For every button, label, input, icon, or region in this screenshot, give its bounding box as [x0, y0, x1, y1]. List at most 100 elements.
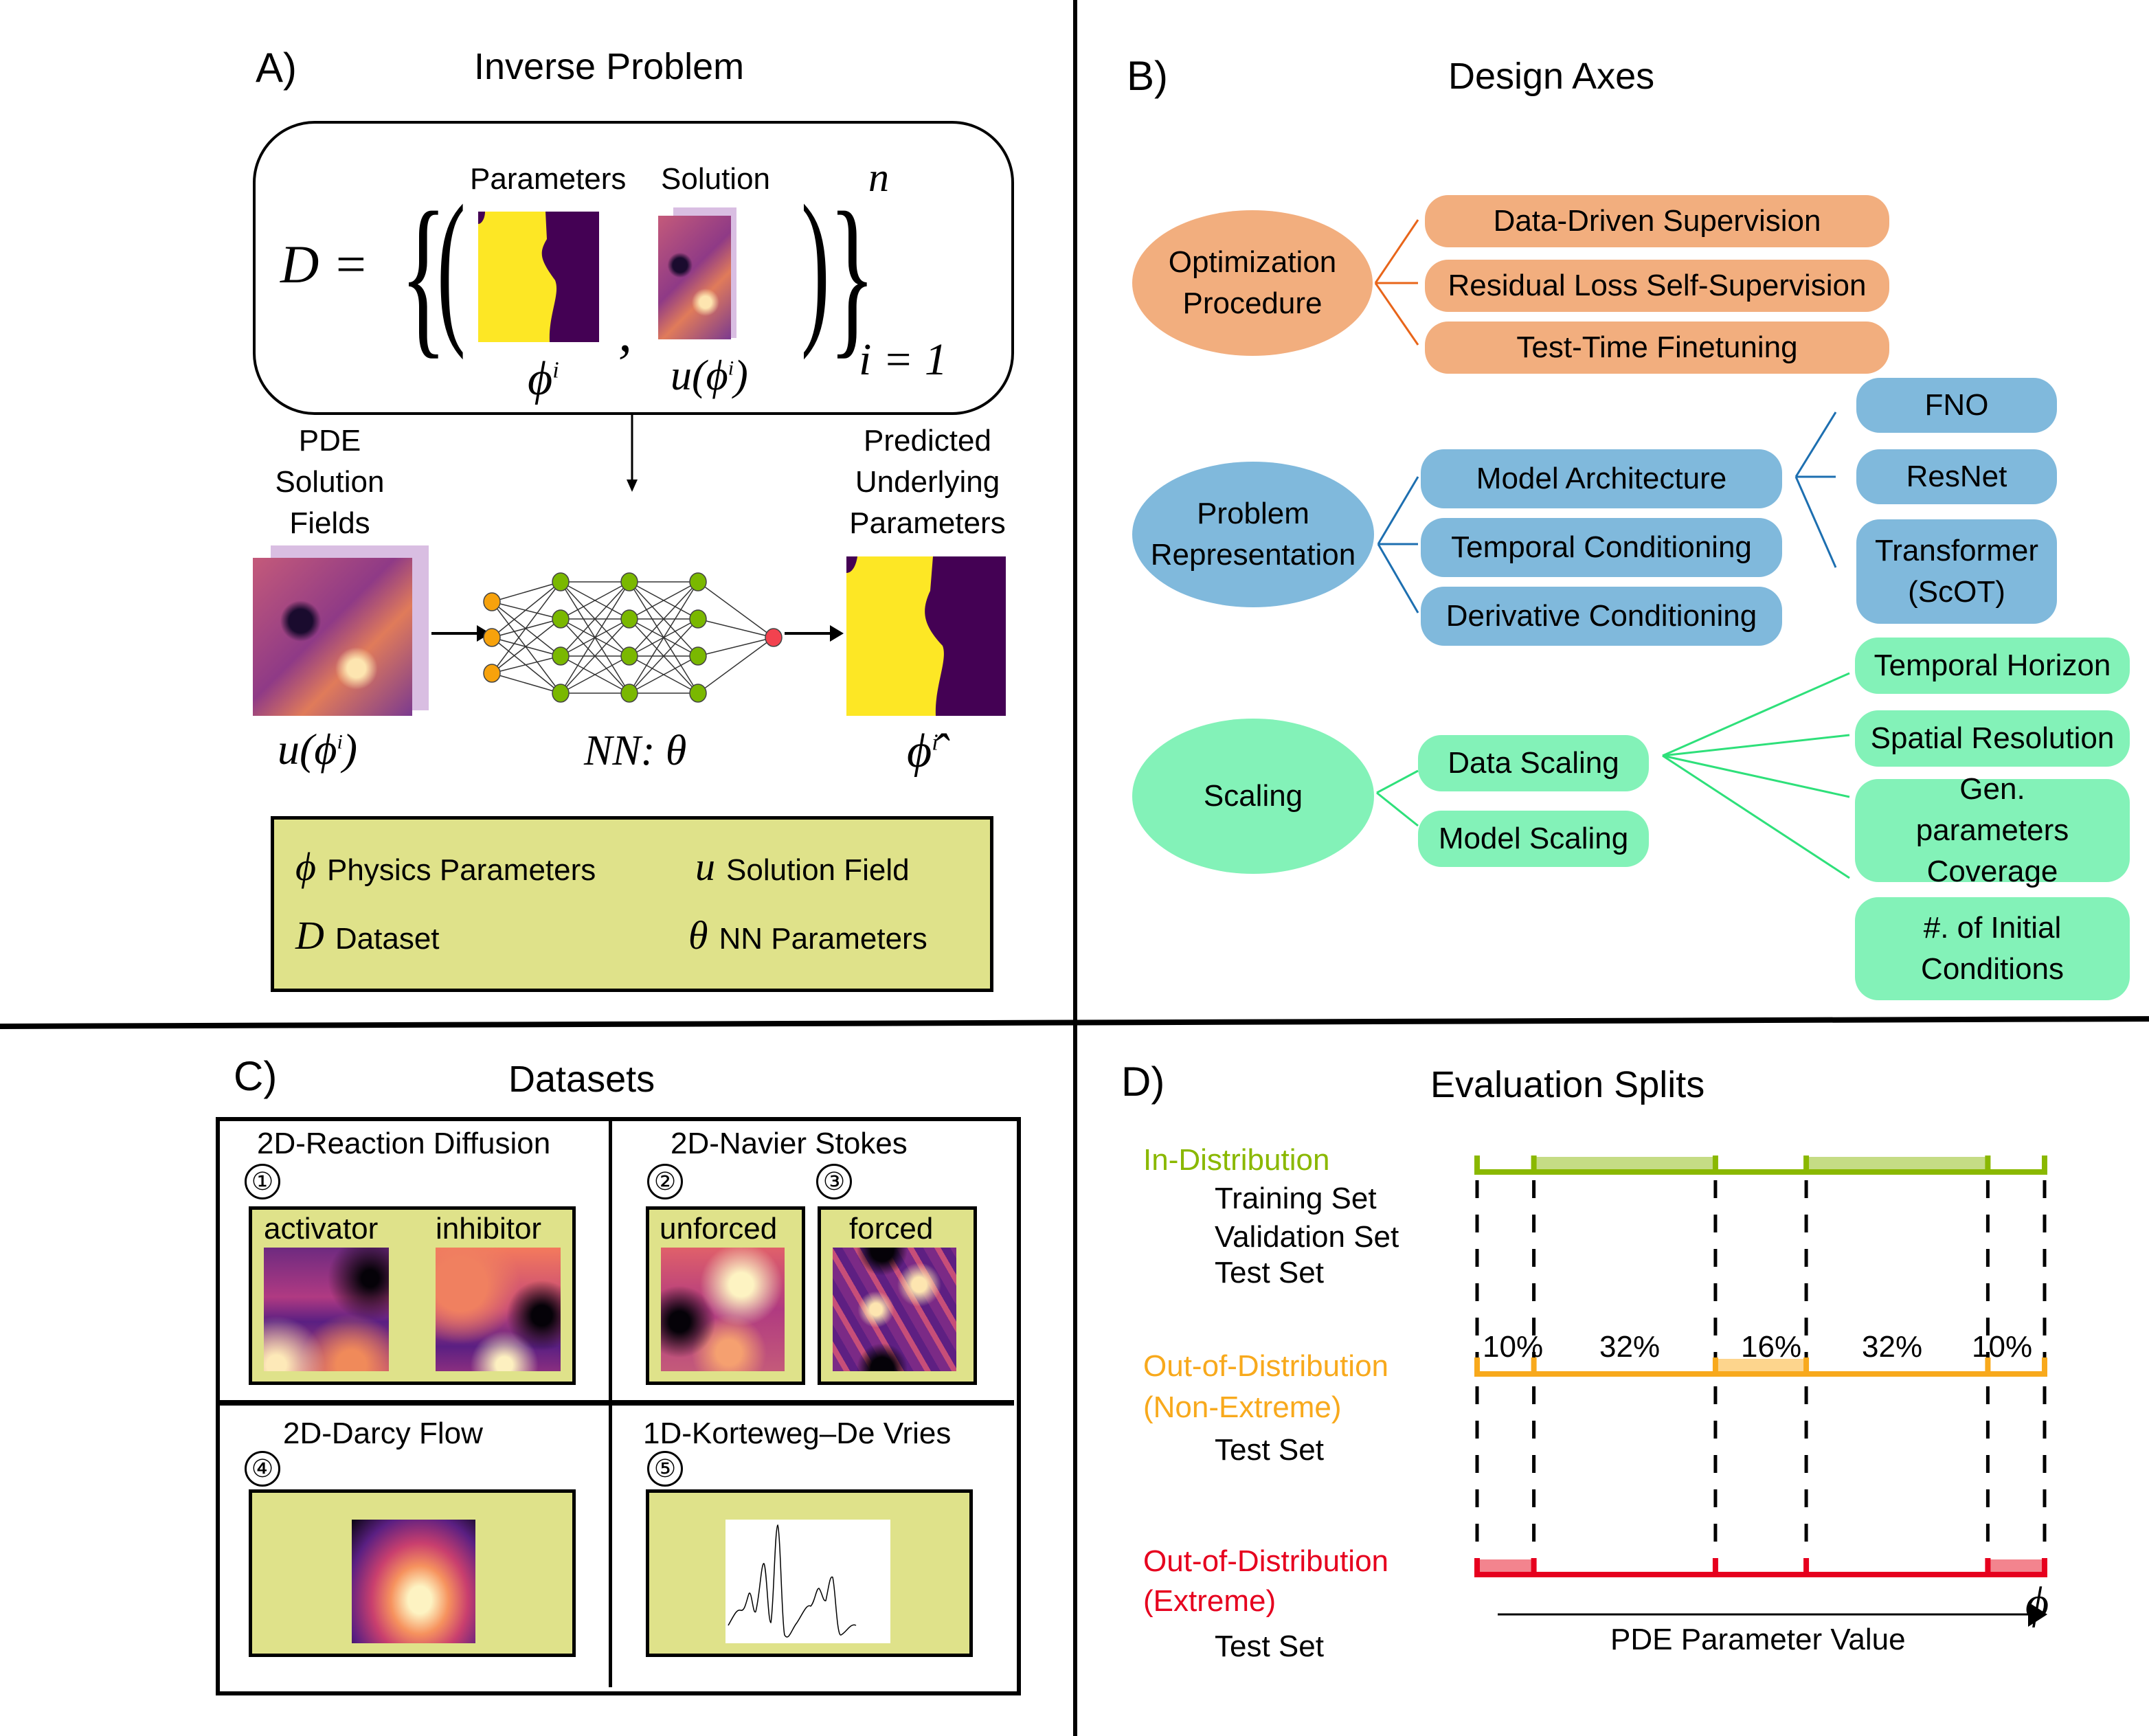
nn-connection — [491, 601, 561, 620]
grid-divider-horizontal — [218, 1400, 1014, 1406]
nn-connection — [560, 655, 630, 694]
ood-extreme-label-line1: Out-of-Distribution — [1143, 1544, 1389, 1578]
nn-connection — [491, 601, 561, 657]
dataset-definition-box — [253, 121, 1014, 415]
phi-icon: ϕ — [295, 844, 317, 889]
activator-label: activator — [264, 1212, 379, 1245]
darcy-flow-heatmap — [352, 1520, 475, 1643]
nn-connection — [491, 673, 561, 694]
nn-connection — [697, 618, 774, 638]
nn-connection — [629, 618, 699, 694]
legend-box — [271, 816, 993, 992]
phi-superscript: i — [552, 357, 559, 383]
parameter-field-shape — [478, 212, 599, 342]
panel-b-letter: B) — [1127, 53, 1168, 99]
right-arrow-icon — [785, 625, 844, 642]
panel-c-title: Datasets — [508, 1059, 655, 1100]
nn-connection — [491, 637, 561, 694]
problem-representation-node: Problem Representation — [1132, 462, 1374, 607]
temporal-conditioning-node: Temporal Conditioning — [1421, 518, 1782, 577]
kdv-title: 1D-Korteweg–De Vries — [643, 1417, 952, 1450]
predicted-parameter-shape — [846, 556, 1006, 716]
right-brace: } — [829, 176, 876, 374]
nn-input-node — [483, 628, 501, 647]
input-label-line: Fields — [289, 506, 370, 540]
nn-hidden-node — [620, 684, 638, 703]
u-icon: u — [695, 844, 715, 889]
panel-d-letter: D) — [1121, 1059, 1165, 1105]
panel-d-title: Evaluation Splits — [1430, 1064, 1705, 1105]
residual-loss-node: Residual Loss Self-Supervision — [1425, 260, 1889, 312]
dataset-number-4: ④ — [245, 1451, 280, 1487]
navier-stokes-title: 2D-Navier Stokes — [671, 1127, 908, 1160]
theta-icon: θ — [688, 913, 708, 958]
nn-connection — [560, 581, 630, 657]
u-phi-symbol: u(ϕi) — [671, 352, 748, 401]
nn-connection — [629, 581, 699, 694]
dataset-number-1: ① — [245, 1164, 280, 1199]
split-tick — [2042, 1156, 2047, 1172]
split-highlight-segment — [1533, 1157, 1715, 1169]
segment-percent-label: 10% — [1972, 1330, 2033, 1364]
temporal-horizon-node: Temporal Horizon — [1855, 638, 2130, 694]
nn-input-node — [483, 592, 501, 611]
nn-hidden-node — [689, 684, 707, 703]
forced-label: forced — [849, 1212, 934, 1245]
split-tick — [2042, 1357, 2047, 1374]
nn-connection — [560, 618, 630, 694]
d-icon: D — [295, 913, 324, 958]
model-architecture-node: Model Architecture — [1421, 449, 1782, 508]
dataset-number-2: ② — [647, 1164, 683, 1199]
nn-input-node — [483, 664, 501, 683]
nn-connection — [491, 581, 561, 674]
output-label-line: Predicted — [864, 424, 991, 458]
phi-symbol: ϕi — [528, 352, 559, 407]
data-scaling-node: Data Scaling — [1418, 735, 1649, 791]
input-solution-image — [253, 558, 412, 716]
activator-heatmap — [264, 1248, 389, 1371]
input-label-line: PDE — [298, 424, 361, 458]
nn-connection — [491, 618, 561, 674]
split-axis-bar — [1474, 1371, 2047, 1377]
lower-limit: i = 1 — [859, 335, 947, 385]
split-tick — [1985, 1357, 1991, 1374]
input-symbol-close: ) — [342, 725, 358, 774]
parameters-label: Parameters — [470, 162, 627, 196]
derivative-conditioning-node: Derivative Conditioning — [1421, 587, 1782, 646]
segment-percent-label: 32% — [1862, 1330, 1923, 1364]
initial-conditions-node: #. of Initial Conditions — [1855, 897, 2130, 1000]
split-tick — [1712, 1558, 1718, 1575]
ood-nonextreme-test-set-label: Test Set — [1215, 1433, 1324, 1467]
input-label: PDE Solution Fields — [261, 420, 398, 544]
output-label-line: Parameters — [849, 506, 1006, 540]
data-driven-supervision-node: Data-Driven Supervision — [1425, 195, 1889, 247]
split-tick — [1803, 1156, 1810, 1172]
split-tick — [2042, 1558, 2047, 1575]
split-highlight-segment — [1806, 1157, 1988, 1169]
output-label: Predicted Underlying Parameters — [838, 420, 1017, 544]
nn-connection — [697, 637, 774, 657]
output-symbol: ϕ̂i — [907, 724, 938, 779]
nn-hidden-node — [689, 572, 707, 591]
nn-connection — [697, 581, 774, 638]
output-symbol-sup: i — [932, 730, 938, 756]
solution-field-image — [658, 216, 731, 339]
fno-node: FNO — [1856, 378, 2057, 433]
neural-network-diagram — [483, 572, 783, 703]
down-arrow-icon — [627, 412, 638, 492]
nn-label: NN: θ — [584, 728, 687, 774]
nn-hidden-node — [552, 609, 570, 629]
inhibitor-heatmap — [436, 1248, 561, 1371]
input-symbol-text: u(ϕ — [278, 725, 337, 774]
dataset-number-3: ③ — [816, 1164, 852, 1199]
ood-extreme-label-line2: (Extreme) — [1143, 1584, 1276, 1618]
left-brace: { — [400, 176, 447, 374]
forced-heatmap — [833, 1248, 956, 1371]
darcy-flow-title: 2D-Darcy Flow — [283, 1417, 483, 1450]
ood-extreme-test-set-label: Test Set — [1215, 1630, 1324, 1663]
output-symbol-text: ϕ̂ — [907, 725, 932, 778]
reaction-diffusion-title: 2D-Reaction Diffusion — [257, 1127, 551, 1160]
